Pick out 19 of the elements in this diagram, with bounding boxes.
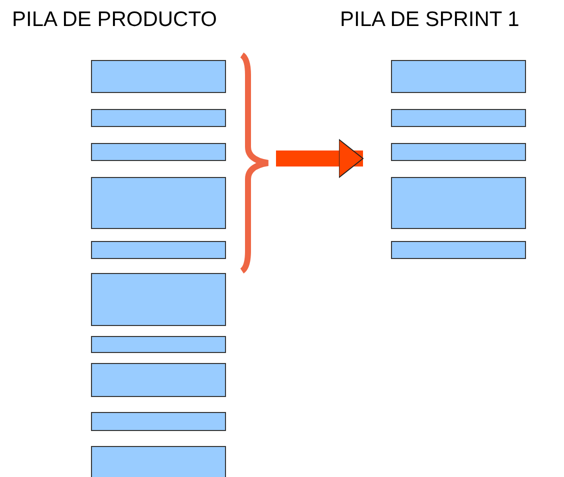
column-heading: PILA DE SPRINT 1 xyxy=(340,8,520,32)
item-bar xyxy=(91,241,226,259)
item-bar xyxy=(391,177,526,229)
item-bar xyxy=(91,109,226,127)
item-bar xyxy=(391,143,526,161)
item-bar xyxy=(91,143,226,161)
item-bar xyxy=(91,177,226,229)
item-bar xyxy=(91,363,226,397)
item-bar xyxy=(391,241,526,259)
item-bar xyxy=(391,60,526,93)
column-heading: PILA DE PRODUCTO xyxy=(12,8,217,32)
item-bar xyxy=(391,109,526,127)
item-bar xyxy=(91,446,226,477)
item-bar xyxy=(91,412,226,431)
item-bar xyxy=(91,273,226,326)
item-bar xyxy=(91,336,226,353)
block-arrow xyxy=(276,139,364,178)
curly-brace xyxy=(240,52,271,274)
item-bar xyxy=(91,60,226,93)
